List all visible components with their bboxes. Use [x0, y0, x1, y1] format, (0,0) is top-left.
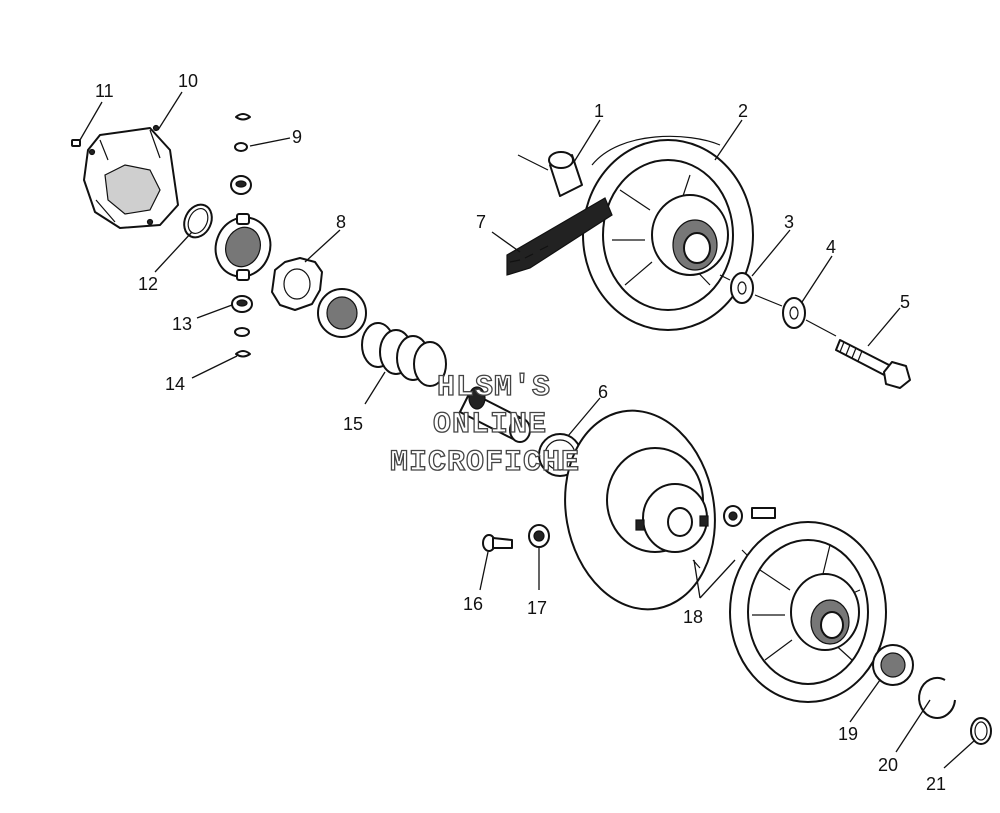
callout-2: 2	[738, 101, 748, 121]
bushing-upper	[230, 175, 252, 195]
part-14-clip	[234, 327, 251, 358]
axis-line-upper	[517, 154, 837, 337]
callout-14: 14	[165, 374, 185, 394]
callout-7: 7	[476, 212, 486, 232]
part-1-bushing	[548, 151, 583, 197]
part-2-sheave	[582, 135, 754, 331]
part-11-pin	[71, 139, 81, 147]
callout-1: 1	[594, 101, 604, 121]
callout-18: 18	[683, 607, 703, 627]
watermark: HLSM'S ONLINE MICROFICHE	[389, 370, 580, 480]
part-7-belt	[506, 197, 613, 276]
callout-12: 12	[138, 274, 158, 294]
lower-hardware	[692, 505, 776, 569]
part-10-housing	[83, 124, 179, 229]
callout-10: 10	[178, 71, 198, 91]
leader-lines	[79, 91, 976, 769]
callout-15: 15	[343, 414, 363, 434]
callout-9: 9	[292, 127, 302, 147]
callout-16: 16	[463, 594, 483, 614]
callout-20: 20	[878, 755, 898, 775]
callout-labels: 11 10 9 12 13 14 8 15 1 2 7 3 4 5 6 16 1…	[95, 71, 946, 794]
callout-3: 3	[784, 212, 794, 232]
part-19-bearing	[872, 644, 914, 686]
part-15-spring	[361, 322, 447, 387]
part-12-ring	[183, 203, 213, 239]
lower-sheave	[564, 409, 716, 611]
watermark-line-2: ONLINE	[433, 408, 547, 442]
part-16-pin	[482, 534, 513, 552]
callout-6: 6	[598, 382, 608, 402]
seal-ring	[317, 288, 367, 338]
callout-4: 4	[826, 237, 836, 257]
lower-spider-plate	[729, 521, 887, 703]
part-4-washer	[782, 297, 806, 329]
part-13-bushing	[231, 295, 253, 313]
callout-11: 11	[95, 81, 114, 101]
callout-5: 5	[900, 292, 910, 312]
callout-19: 19	[838, 724, 858, 744]
part-8-lock-washer	[271, 257, 323, 311]
shaft-sleeve	[459, 386, 531, 443]
part-9-clips	[234, 113, 251, 152]
part-21-ring	[970, 717, 992, 745]
roller-assembly	[214, 213, 272, 281]
part-5-bolt	[835, 339, 911, 389]
watermark-line-3: MICROFICHE	[390, 446, 580, 480]
callout-8: 8	[336, 212, 346, 232]
callout-13: 13	[172, 314, 192, 334]
part-3-washer	[730, 272, 754, 304]
callout-17: 17	[527, 598, 547, 618]
callout-21: 21	[926, 774, 946, 794]
part-20-circlip	[918, 677, 956, 719]
part-17-roller	[528, 524, 550, 548]
watermark-line-1: HLSM'S	[437, 371, 551, 405]
